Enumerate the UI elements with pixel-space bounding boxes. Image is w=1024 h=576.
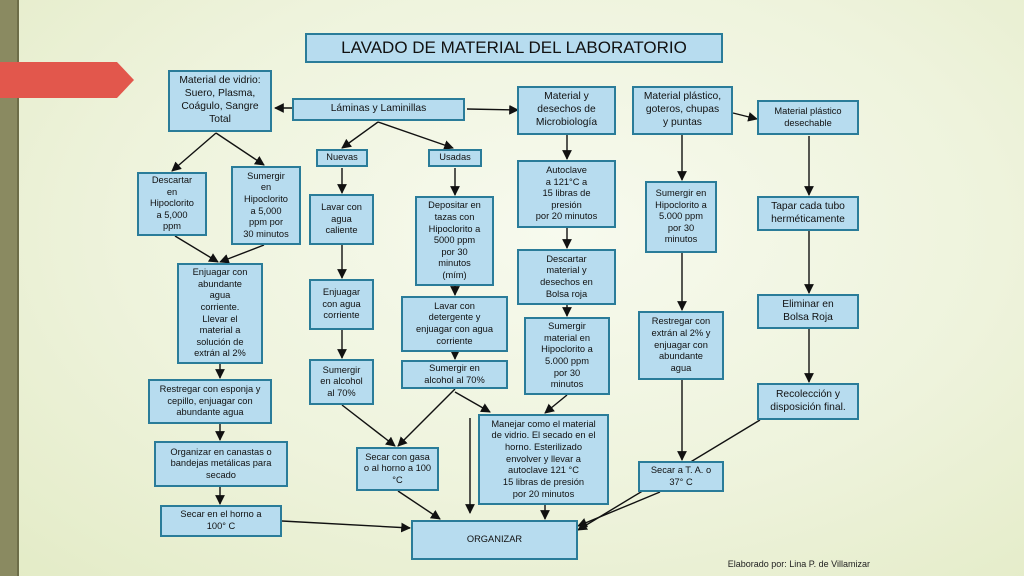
- arrow-sumergir-manejar: [544, 394, 568, 414]
- arrow-secar-organizar: [397, 490, 441, 520]
- arrow-sumergir-enjuagar: [219, 244, 265, 264]
- node-nuevas: Nuevas: [316, 149, 368, 167]
- node-usadas: Usadas: [428, 149, 482, 167]
- arrow-sumergir-secar: [341, 404, 396, 447]
- arrow-depositar-manejar: [454, 391, 491, 413]
- node-organizar: ORGANIZAR: [411, 520, 578, 560]
- side-stripe-line: [17, 0, 19, 576]
- node-secar-gasa: Secar con gasa o al horno a 100 °C: [356, 447, 439, 491]
- node-sumergir-alcohol-2: Sumergir en alcohol al 70%: [401, 360, 508, 389]
- node-sumergir-plastico: Sumergir en Hipoclorito a 5.000 ppm por …: [645, 181, 717, 253]
- node-tapar-tubo: Tapar cada tubo herméticamente: [757, 196, 859, 231]
- node-descartar-bolsa-roja: Descartar material y desechos en Bolsa r…: [517, 249, 616, 305]
- node-recoleccion: Recolección y disposición final.: [757, 383, 859, 420]
- arrow-secar-organizar-final: [281, 520, 411, 533]
- arrow-vidrio-descartar: [171, 132, 217, 172]
- arrow-laminas-usadas: [377, 121, 454, 150]
- node-lavar-detergente: Lavar con detergente y enjuagar con agua…: [401, 296, 508, 352]
- node-plastico-desechable: Material plástico desechable: [757, 100, 859, 135]
- node-enjuagar-corriente: Enjuagar con agua corriente: [309, 279, 374, 330]
- side-stripe: [0, 0, 17, 576]
- node-organizar-canastas: Organizar en canastas o bandejas metálic…: [154, 441, 288, 487]
- node-lavar-agua-caliente: Lavar con agua caliente: [309, 194, 374, 245]
- node-sumergir-micro: Sumergir material en Hipoclorito a 5.000…: [524, 317, 610, 395]
- arrow-sumergir2-secar: [397, 388, 456, 447]
- node-sumergir-hipoclorito: Sumergir en Hipoclorito a 5,000 ppm por …: [231, 166, 301, 245]
- node-manejar-vidrio: Manejar como el material de vidrio. El s…: [478, 414, 609, 505]
- page-title: LAVADO DE MATERIAL DEL LABORATORIO: [305, 33, 723, 63]
- node-material-plastico: Material plástico, goteros, chupas y pun…: [632, 86, 733, 135]
- arrow-laminas-nuevas: [341, 121, 379, 149]
- node-enjuagar-abundante: Enjuagar con abundante agua corriente. L…: [177, 263, 263, 364]
- arrow-plastico-desechable: [732, 112, 758, 122]
- node-restregar-extran: Restregar con extrán al 2% y enjuagar co…: [638, 311, 724, 380]
- node-autoclave: Autoclave a 121°C a 15 libras de presión…: [517, 160, 616, 228]
- node-material-vidrio: Material de vidrio: Suero, Plasma, Coágu…: [168, 70, 272, 132]
- arrow-laminas-micro: [466, 104, 519, 115]
- node-depositar-tazas: Depositar en tazas con Hipoclorito a 500…: [415, 196, 494, 286]
- node-descartar-hipoclorito: Descartar en Hipoclorito a 5,000 ppm: [137, 172, 207, 236]
- node-microbiologia: Material y desechos de Microbiología: [517, 86, 616, 135]
- node-restregar-esponja: Restregar con esponja y cepillo, enjuaga…: [148, 379, 272, 424]
- arrow-descartar-enjuagar: [174, 235, 219, 263]
- author-credit: Elaborado por: Lina P. de Villamizar: [727, 559, 870, 569]
- node-secar-horno: Secar en el horno a 100° C: [160, 505, 282, 537]
- accent-arrow-tab: [0, 62, 134, 98]
- arrow-secar-organizar-plastico: [577, 491, 661, 528]
- node-sumergir-alcohol-1: Sumergir en alcohol al 70%: [309, 359, 374, 405]
- arrow-vidrio-sumergir: [215, 132, 265, 166]
- node-laminas: Láminas y Laminillas: [292, 98, 465, 121]
- node-eliminar-bolsa-roja: Eliminar en Bolsa Roja: [757, 294, 859, 329]
- node-secar-ta: Secar a T. A. o 37° C: [638, 461, 724, 492]
